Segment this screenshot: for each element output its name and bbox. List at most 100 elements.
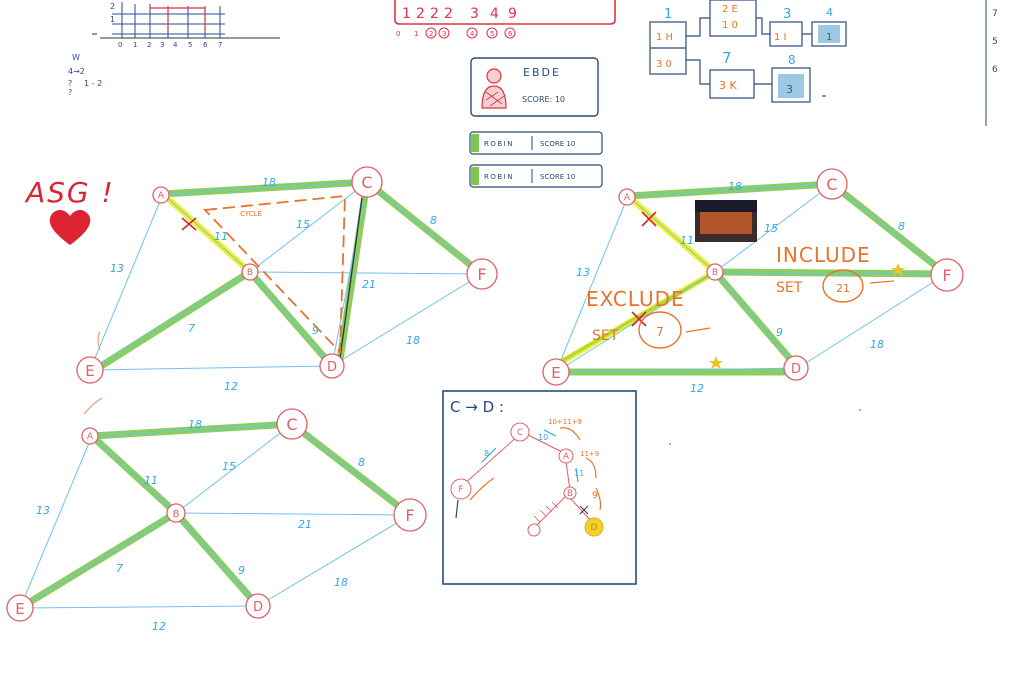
weight-label: 13 — [36, 504, 50, 517]
fire-photo-sky — [695, 200, 757, 212]
graph-1: CYCLE A B C F E D 18 11 15 8 21 13 7 9 — [76, 166, 498, 393]
node-circle — [81, 427, 99, 445]
node-circle — [466, 258, 498, 290]
node-label: E — [85, 362, 94, 380]
weight-label: 18 — [334, 576, 348, 589]
circled-number: 1 — [414, 30, 418, 38]
tree-cut-marks — [533, 501, 559, 523]
circled-number: 4 — [470, 30, 475, 38]
graph-3-edges — [19, 423, 411, 609]
weight-label: 18 — [870, 338, 884, 351]
box-top-number: 3 — [783, 7, 791, 22]
axis-number: 3 — [160, 41, 164, 49]
weight-label: 12 — [690, 382, 704, 395]
orange-tick — [97, 331, 101, 351]
grid-sketch — [100, 2, 280, 39]
tree-node — [450, 478, 472, 500]
tree-box-title: C → D : — [450, 398, 504, 416]
tree-annotation: 10+11+9 — [548, 418, 582, 426]
node-label: C — [361, 173, 372, 192]
strike-scribble — [869, 280, 895, 284]
weight-label: 18 — [728, 180, 742, 193]
red-number: 2 — [416, 6, 425, 22]
arrow-icon — [575, 467, 579, 483]
exclude-set-label: SET — [592, 328, 619, 344]
weight-label: 13 — [110, 262, 124, 275]
red-number: 2 — [444, 6, 453, 22]
node-circle — [930, 258, 964, 292]
box-top-number: 1 — [664, 7, 672, 22]
axis-number: 2 — [147, 41, 151, 49]
connector — [686, 17, 710, 37]
node-circle — [706, 263, 724, 281]
node-circle — [351, 166, 383, 198]
axis-number: 6 — [203, 41, 208, 49]
circle-mark — [466, 27, 478, 39]
note-line: 4→2 — [68, 67, 85, 76]
red-number: 9 — [508, 6, 517, 22]
asg-text: ASG ! — [24, 176, 115, 209]
node-circle — [245, 593, 271, 619]
node-label: E — [15, 600, 24, 618]
note-line: ? — [68, 79, 72, 88]
tree-annotations: 10+11+9 11+9 9 — [548, 418, 599, 458]
weight-label: 7 — [188, 322, 195, 335]
tree-nodes — [450, 422, 577, 537]
diagram-box — [771, 67, 811, 103]
circle-mark — [486, 27, 498, 39]
weight-label: 8 — [358, 456, 365, 469]
topright-diagram — [649, 0, 847, 103]
node-circle — [319, 353, 345, 379]
box-line: 1 0 — [722, 20, 738, 31]
axis-number: 4 — [173, 41, 178, 49]
grid-axis-numbers: 0 1 2 3 4 5 6 7 — [118, 41, 222, 49]
fire-photo-glow — [700, 212, 752, 234]
star-mark-icon — [891, 263, 905, 276]
weight-label: 11 — [214, 230, 228, 243]
include-value: 21 — [836, 282, 850, 295]
person-icon — [481, 68, 507, 109]
cross-mark-icon — [631, 311, 647, 327]
arrow-icon — [559, 427, 581, 441]
arrow-icon — [543, 429, 557, 437]
weight-label: 11 — [144, 474, 158, 487]
tree-node — [558, 448, 574, 464]
node-circle — [542, 358, 570, 386]
cross-mark-icon — [181, 217, 197, 231]
circled-number: 2 — [429, 30, 433, 38]
note-fraction: 1 - 2 — [84, 79, 102, 88]
orange-tick — [83, 397, 103, 415]
box-line: 3 — [786, 83, 793, 96]
tree-edges — [461, 433, 593, 529]
node-circle — [276, 408, 308, 440]
graph-1-weights: 18 11 15 8 21 13 7 9 18 12 — [110, 176, 437, 393]
node-circle — [393, 498, 427, 532]
box-line: 1 — [826, 32, 832, 43]
node-circle — [241, 263, 259, 281]
score-card-main: EBDE SCORE: 10 — [470, 57, 599, 117]
note-line: ? — [68, 88, 72, 97]
node-circle — [152, 186, 170, 204]
arrow-icon — [595, 487, 602, 511]
tree-weights: 10 8 11 — [484, 433, 584, 478]
weight-label: 9 — [776, 326, 783, 339]
box-top-number: 2 E — [722, 4, 738, 15]
circle-mark — [438, 27, 450, 39]
weight-label: 15 — [222, 460, 236, 473]
node-label: D — [791, 362, 801, 377]
avatar-swatch — [471, 134, 479, 152]
graph-2-nodes — [542, 168, 964, 386]
tree-node-label: C — [517, 428, 523, 438]
dark-edge — [339, 197, 363, 359]
score-card-frame — [469, 131, 603, 155]
axis-number: 7 — [218, 41, 222, 49]
graph-1-nodes — [76, 166, 498, 384]
red-number: 1 — [402, 6, 411, 22]
graph-2-weights: 18 11 15 8 13 9 18 12 — [576, 180, 905, 395]
weight-label: 18 — [262, 176, 276, 189]
score-card-row: ROBIN SCORE 10 — [469, 164, 603, 188]
tree-weight: 11 — [574, 469, 584, 478]
arrow-icon — [585, 457, 597, 479]
blue-fill — [778, 74, 804, 98]
